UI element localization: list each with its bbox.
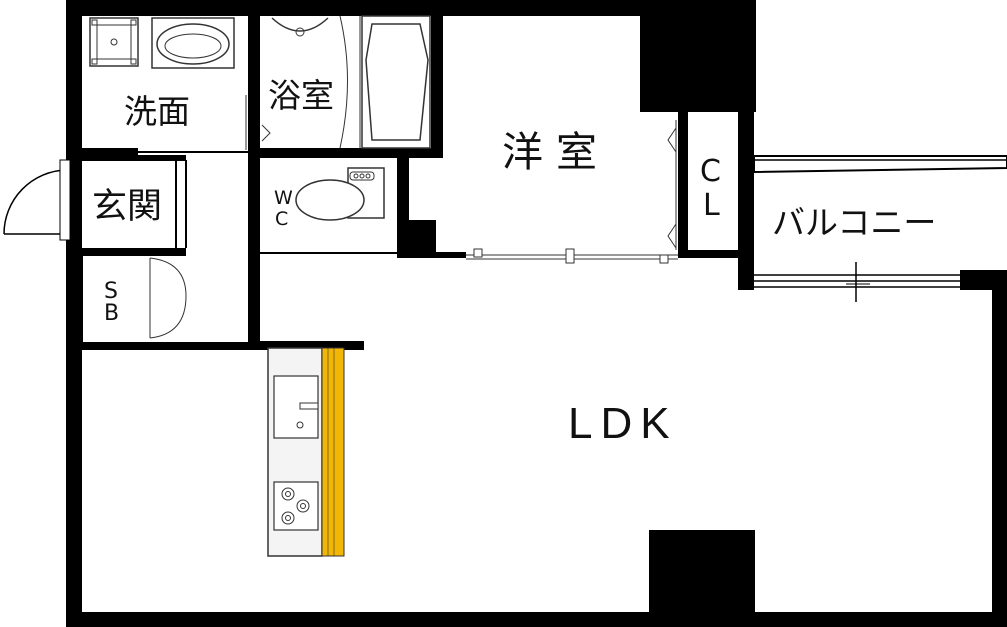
bath-door-line bbox=[339, 15, 348, 149]
walls bbox=[66, 0, 1007, 627]
balcony bbox=[753, 155, 1007, 302]
shower-basin bbox=[271, 17, 329, 37]
ldk-label: LDK bbox=[568, 399, 678, 448]
bathroom-label: 浴室 bbox=[268, 76, 334, 115]
washing-machine bbox=[89, 17, 139, 67]
washroom-label: 洗面 bbox=[124, 92, 190, 131]
thin-partitions bbox=[81, 151, 397, 342]
bathtub bbox=[359, 15, 431, 149]
western-room-label: 洋 室 bbox=[502, 128, 597, 176]
bath-door-arrow bbox=[261, 124, 271, 142]
cooktop bbox=[273, 481, 319, 531]
wash-basin bbox=[151, 17, 235, 69]
shoe-box-label-b: B bbox=[104, 301, 119, 326]
western-room-partition bbox=[466, 120, 678, 264]
toilet-label-w: W bbox=[274, 187, 293, 209]
entrance-label: 玄関 bbox=[92, 187, 162, 227]
toilet-label-c: C bbox=[275, 208, 288, 230]
closet-label-c: C bbox=[700, 154, 721, 189]
kitchen-sink bbox=[273, 375, 319, 439]
entrance-door bbox=[3, 159, 71, 241]
closet-label-l: L bbox=[703, 188, 720, 223]
shoe-box-label-s: S bbox=[104, 279, 118, 304]
balcony-label: バルコニー bbox=[772, 203, 936, 242]
sb-door bbox=[149, 257, 187, 339]
toilet-fixture bbox=[295, 167, 385, 221]
